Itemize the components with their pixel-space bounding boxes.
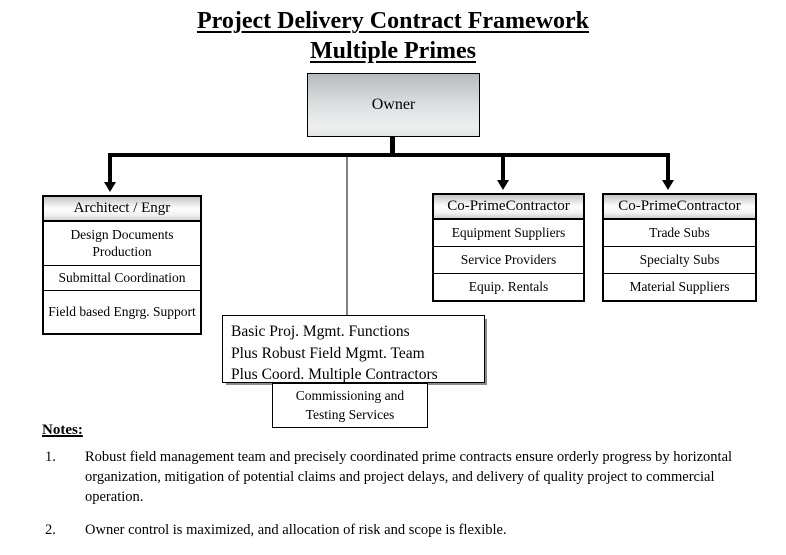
connector-left-drop [108,153,112,183]
column-header-label: Architect / Engr [73,200,171,216]
connector-mgmt-thin-line [346,157,348,315]
note-item: 2. Owner control is maximized, and alloc… [45,520,761,540]
diagram-title-line2: Multiple Primes [310,38,476,64]
notes-heading: Notes: [42,422,83,438]
commissioning-testing-box: Commissioning and Testing Services [272,383,428,428]
column-header-label: Co-PrimeContractor [618,198,741,214]
column-cell: Submittal Coordination [44,266,200,291]
commissioning-line: Commissioning and [295,388,405,404]
column-cell: Specialty Subs [604,247,755,274]
column-co-prime-contractor-2: Co-PrimeContractor Trade Subs Specialty … [602,193,757,302]
column-cell: Equip. Rentals [468,278,549,294]
owner-label: Owner [371,96,416,113]
connector-right-drop [666,153,670,181]
connector-middle-drop [501,153,505,181]
arrow-down-icon [662,180,674,190]
column-cell: Trade Subs [604,220,755,247]
note-number: 2. [45,522,56,538]
column-cell: Field based Engrg. Support [48,303,196,319]
note-text: Robust field management team and precise… [85,449,733,505]
note-item: 1. Robust field management team and prec… [45,447,761,507]
notes-list: 1. Robust field management team and prec… [45,447,761,540]
management-line: Plus Coord. Multiple Contractors [231,366,438,384]
arrow-down-icon [104,182,116,192]
owner-box: Owner [307,73,480,137]
connector-horizontal-bar [108,153,670,157]
management-line: Plus Robust Field Mgmt. Team [231,344,425,362]
diagram-title-line1: Project Delivery Contract Framework [196,8,590,34]
connector-owner-stub [390,136,395,155]
note-number: 1. [45,449,56,465]
management-functions-box: Basic Proj. Mgmt. Functions Plus Robust … [222,315,485,383]
column-cell: Design Documents Production [44,222,200,266]
column-architect-engr: Architect / Engr Design Documents Produc… [42,195,202,335]
column-header: Co-PrimeContractor [434,195,583,220]
note-text: Owner control is maximized, and allocati… [85,522,507,538]
commissioning-line: Testing Services [305,406,395,422]
column-cell: Service Providers [434,247,583,274]
management-line: Basic Proj. Mgmt. Functions [231,323,410,340]
column-cell: Equipment Suppliers [434,220,583,247]
column-cell: Material Suppliers [629,278,730,294]
arrow-down-icon [497,180,509,190]
column-co-prime-contractor-1: Co-PrimeContractor Equipment Suppliers S… [432,193,585,302]
column-header: Co-PrimeContractor [604,195,755,220]
column-header-label: Co-PrimeContractor [447,198,570,214]
column-header: Architect / Engr [44,197,200,222]
